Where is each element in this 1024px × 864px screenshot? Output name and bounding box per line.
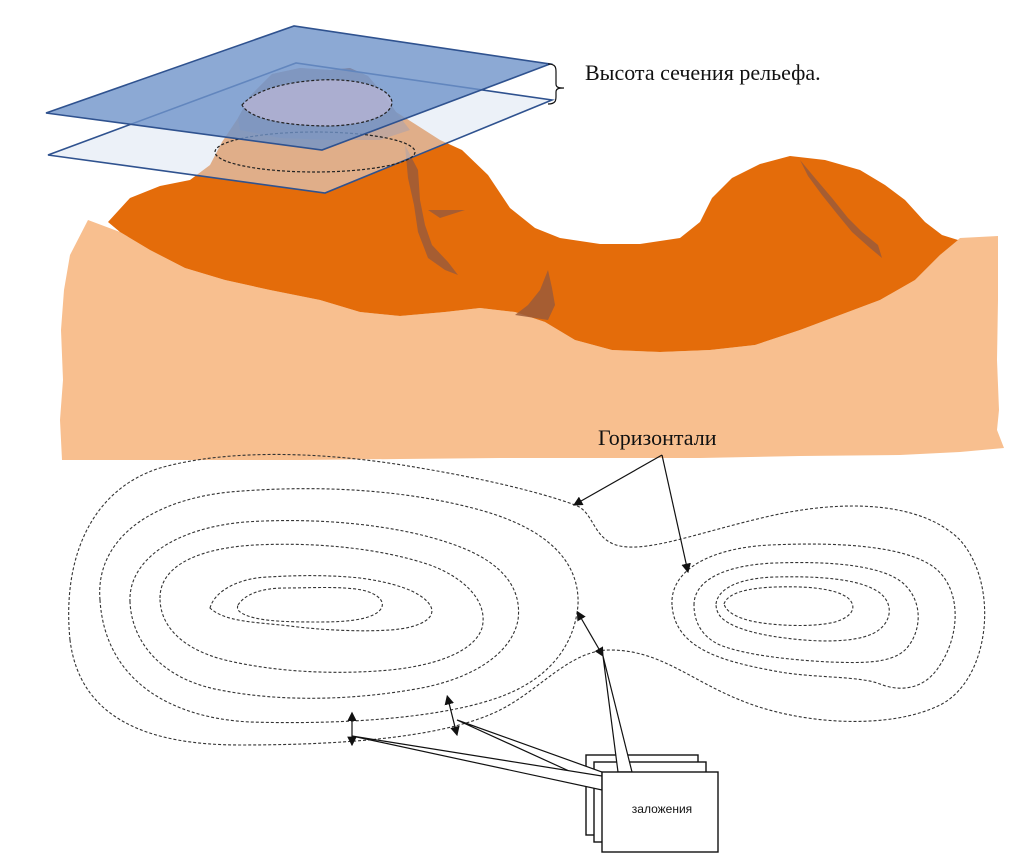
section-height-label: Высота сечения рельефа. bbox=[585, 60, 821, 85]
spacing-label: заложения bbox=[631, 802, 693, 816]
contour-right-5 bbox=[723, 586, 854, 627]
contour-right-2 bbox=[671, 543, 956, 689]
contour-right-4 bbox=[715, 576, 890, 642]
upper-plane-cut bbox=[241, 79, 393, 127]
contour-right-3 bbox=[693, 561, 919, 664]
hill-ravine-right bbox=[800, 160, 882, 258]
hill-ravine-left bbox=[405, 145, 458, 275]
contour-arrow-to-outer bbox=[572, 454, 663, 506]
spacing-callout bbox=[351, 655, 719, 853]
callout-box-front bbox=[601, 771, 719, 853]
spacing-arrow-1 bbox=[576, 610, 604, 658]
contour-map bbox=[68, 453, 986, 746]
contours-label: Горизонтали bbox=[598, 425, 717, 450]
lower-plane-cut bbox=[214, 131, 416, 173]
contour-left-4 bbox=[159, 543, 484, 673]
contour-outer bbox=[68, 453, 986, 746]
hill-ravine-left-branch bbox=[428, 210, 465, 218]
contour-left-3 bbox=[129, 520, 520, 699]
section-planes bbox=[45, 25, 565, 194]
contour-left-6 bbox=[236, 586, 383, 623]
contour-arrow-to-right bbox=[661, 454, 691, 574]
spacing-arrows bbox=[347, 610, 604, 747]
contour-left-5 bbox=[209, 575, 433, 632]
section-height-bracket bbox=[547, 63, 565, 105]
contour-annotation-arrows bbox=[572, 454, 691, 574]
spacing-arrow-2 bbox=[444, 694, 460, 737]
terrain-base bbox=[60, 220, 1004, 460]
hill-ravine-middle bbox=[515, 270, 555, 320]
contour-left-2 bbox=[99, 488, 579, 724]
